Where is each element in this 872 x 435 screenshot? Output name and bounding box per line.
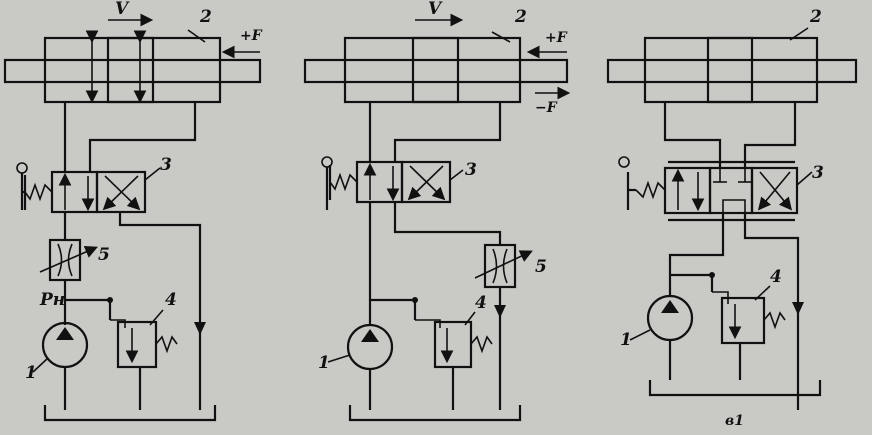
valve-label-2: 3 <box>465 160 477 180</box>
cylinder-label-2: 2 <box>514 7 527 27</box>
cylinder-2 <box>303 36 569 104</box>
tank-3 <box>648 380 822 397</box>
pump-1 <box>41 321 89 410</box>
force-pos-label-2: +F <box>545 30 568 46</box>
force-neg-label-2: −F <box>535 100 558 116</box>
diagram-3: 2 3 <box>606 7 858 429</box>
tank-2 <box>348 405 522 422</box>
relief-valve-1 <box>65 297 178 410</box>
diagram-1: V 2 +F 3 <box>3 0 263 422</box>
valve-label-3: 3 <box>812 163 824 183</box>
cylinder-label-3: 2 <box>809 7 822 27</box>
valve-2 <box>321 156 452 210</box>
valve-1 <box>16 162 147 214</box>
relief-valve-2 <box>370 297 493 410</box>
pump-label: 1 <box>25 363 37 383</box>
cylinder-leader <box>187 29 206 43</box>
valve-3 <box>618 156 799 222</box>
valve-label: 3 <box>160 155 172 175</box>
cylinder-1 <box>3 30 262 104</box>
velocity-label-2: V <box>428 0 443 19</box>
velocity-label: V <box>115 0 130 19</box>
diagram-caption: в1 <box>725 413 744 429</box>
relief-label: 4 <box>165 290 177 310</box>
pump-label-2: 1 <box>318 353 330 373</box>
tank-1 <box>43 405 217 422</box>
throttle-label: 5 <box>98 245 110 265</box>
diagram-2: V 2 +F −F 3 <box>303 0 571 422</box>
throttle-1 <box>39 212 98 325</box>
pump-label-3: 1 <box>620 330 632 350</box>
cylinder-label: 2 <box>199 7 212 27</box>
relief-label-2: 4 <box>475 293 487 313</box>
pump-3 <box>646 294 694 380</box>
relief-label-3: 4 <box>770 267 782 287</box>
pump-2 <box>346 323 394 410</box>
throttle-2 <box>474 243 533 410</box>
force-label: +F <box>240 28 263 44</box>
cylinder-3 <box>606 36 858 104</box>
relief-valve-3 <box>670 272 786 380</box>
pressure-label: Pн <box>39 290 65 310</box>
throttle-label-2: 5 <box>535 257 547 277</box>
